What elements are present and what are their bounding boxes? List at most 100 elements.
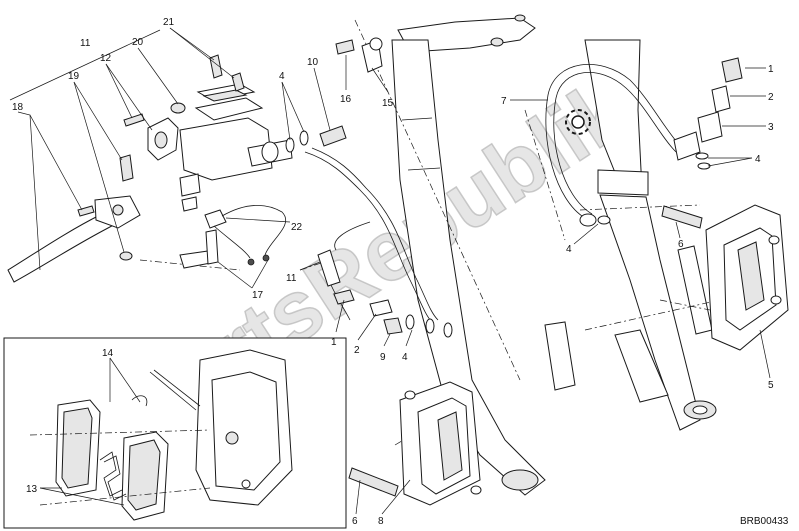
leader-line [39,487,125,506]
lever-pivot [112,204,124,216]
callout-19: 19 [68,71,80,82]
callout-10: 10 [307,57,319,68]
leader-line [335,299,345,333]
hose-junction [317,249,341,287]
axle-lug-left [501,469,539,491]
leader-line [251,259,269,289]
gear-icon [565,109,591,135]
callout-3: 3 [768,122,774,133]
caliper-bolt [661,205,703,229]
brake-hose [304,151,433,323]
leader-line [573,223,599,245]
inset-centerline [39,487,211,506]
callout-4: 4 [755,154,761,165]
pad-pin [149,371,197,411]
leader-line [105,63,153,131]
leader-line [405,329,413,347]
leader-line [383,333,391,347]
sealing-washer [285,137,295,153]
pad-spring [103,455,127,501]
brake-lever-assembly [7,29,347,283]
inset-centerline [29,429,211,436]
fork-leg-right-lower [599,194,701,431]
callout-22: 22 [291,222,303,233]
cap-screw [231,72,245,92]
leader-line [225,217,291,223]
leader-line [313,67,331,131]
fork-lug-right [677,245,713,335]
sealing-washer [405,314,415,330]
centerline [584,299,721,331]
leader-line [29,114,83,211]
lever-nut [119,251,133,261]
crown-bolt [514,14,526,22]
caliper-mount-hole [770,295,782,305]
pivot-pin [179,173,201,197]
callout-8: 8 [378,516,384,527]
hose-line [330,284,351,321]
cap-screw [209,54,223,79]
callout-15: 15 [382,98,394,109]
fork-leg-left [391,39,546,496]
hose-clip-ring [369,37,383,51]
leader-line [355,479,361,515]
pivot-pin [181,196,198,212]
callout-2: 2 [768,92,774,103]
group-bracket [9,29,161,101]
brake-hose [311,147,439,321]
leader-line [357,313,377,341]
centerline [354,19,521,381]
caliper-bracket-right [614,329,669,403]
callout-11: 11 [80,38,91,49]
brake-pad-lining [61,407,93,489]
adjuster-screw [77,205,95,217]
cable-terminal [262,254,270,262]
brake-light-switch [204,209,227,229]
pad-pin [153,369,201,407]
lever-bolt [119,154,134,182]
leader-line [381,479,411,515]
banjo-fitting [673,131,701,161]
crown-bolt [490,37,504,47]
leader-line [281,81,305,133]
leader-line [169,27,235,79]
inset-frame [3,337,347,529]
caliper-mount-hole [768,235,780,245]
brake-hose-lower [304,37,453,338]
callout-12: 12 [100,53,112,64]
leader-line [137,47,179,105]
callout-14: 14 [102,348,114,359]
brake-pad-lining [127,439,161,511]
reservoir-gasket [202,89,248,102]
leader-lines [17,27,771,515]
braided-hose [553,72,677,215]
leader-line [109,357,141,403]
inset-caliper-hole [241,479,251,489]
fork-slider-right [597,169,649,196]
callout-17: 17 [252,290,264,301]
bleed-screw-stack [695,57,743,170]
bleeder-valve [333,289,355,305]
leader-line [281,81,291,141]
clamp-bore [154,131,168,149]
callout-2: 2 [354,345,360,356]
braided-hose [545,64,683,219]
callout-13: 13 [26,484,38,495]
callout-16: 16 [340,94,352,105]
leader-line [371,67,389,93]
fork-leg-left-band [407,167,441,171]
master-cylinder-port [261,141,279,163]
callout-11: 11 [286,273,297,284]
callout-9: 9 [380,352,386,363]
leader-line [759,329,771,379]
centerline [579,204,701,211]
reservoir-float [170,102,186,114]
drawing-code: BRB00433 [740,516,789,527]
brake-hose-right [545,64,701,227]
caliper-mount-hole [470,485,482,495]
caliper-pad [737,241,765,311]
leader-line [73,81,123,161]
clamp-bolt [123,113,145,127]
brake-pad-inset [3,337,347,529]
